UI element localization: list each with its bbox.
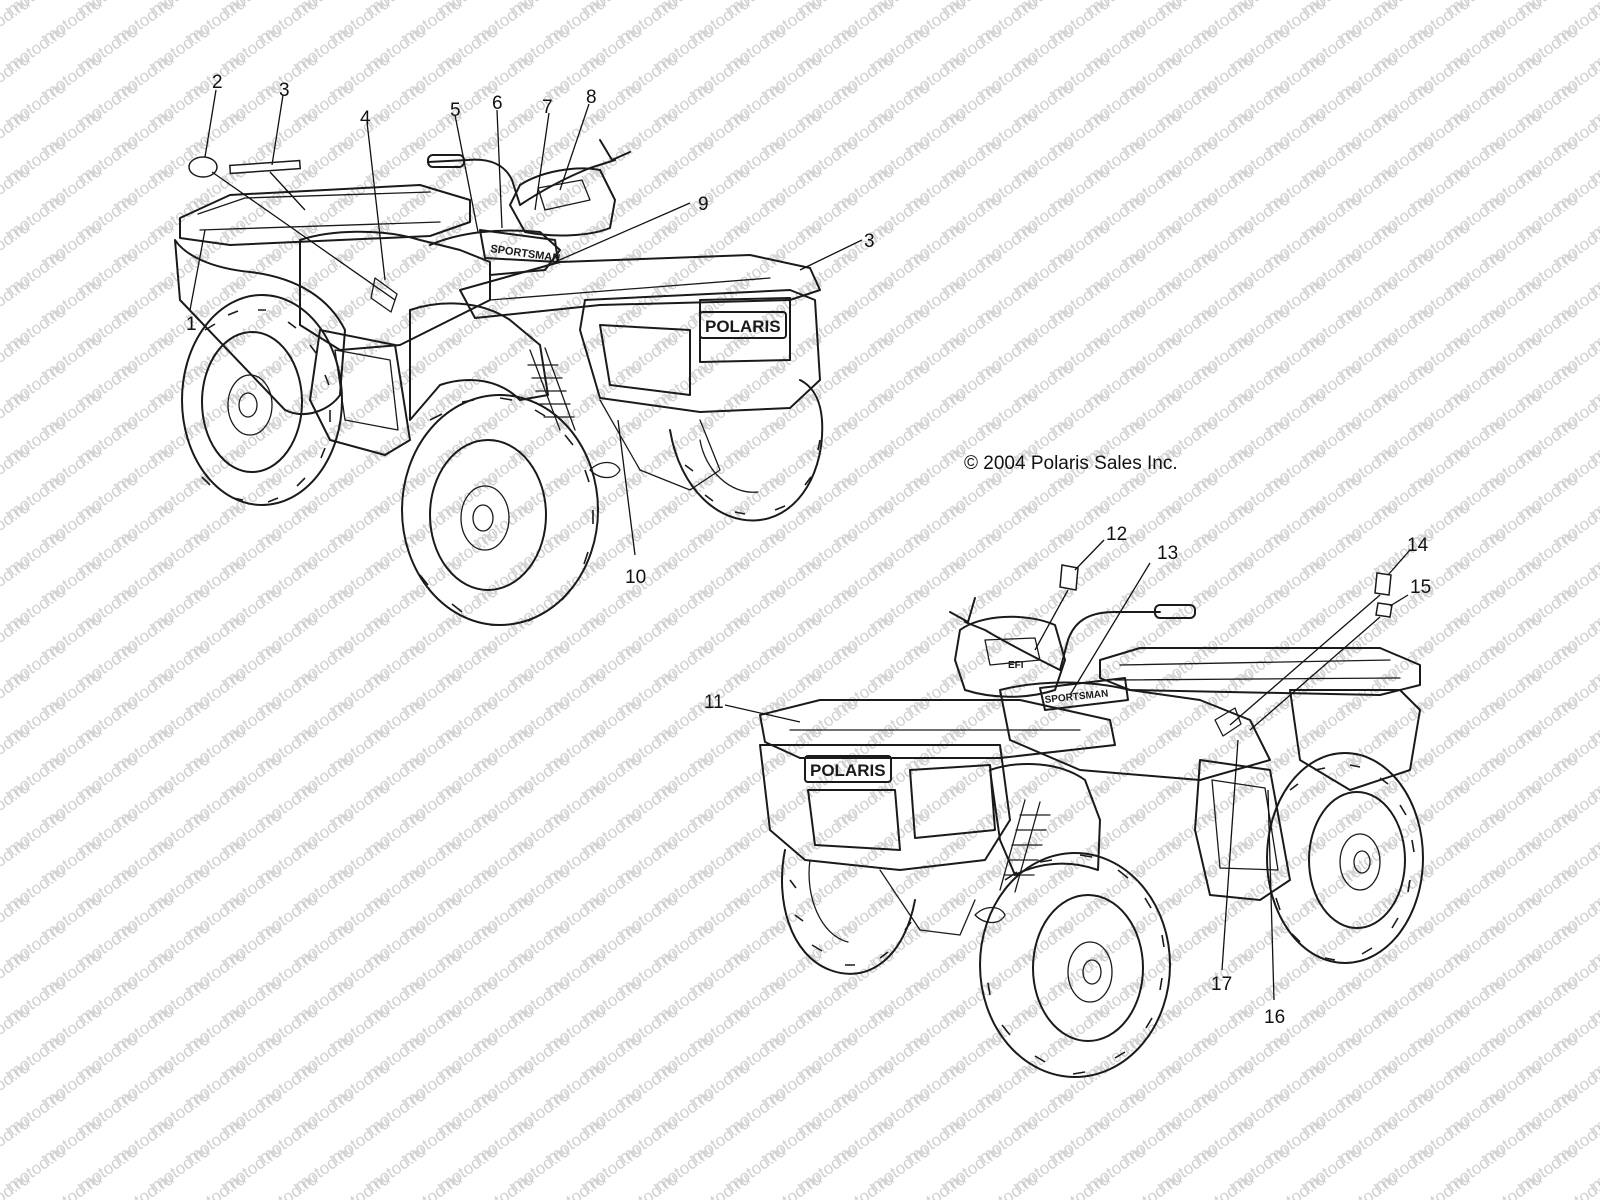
rear-wheel-bottom	[1266, 752, 1424, 964]
callout-4: 4	[360, 108, 371, 129]
callout-10: 10	[625, 567, 646, 588]
copyright-notice: © 2004 Polaris Sales Inc.	[964, 453, 1178, 474]
callout-3: 3	[279, 80, 290, 101]
callout-1: 1	[186, 314, 197, 335]
decal-14-shape	[1374, 572, 1392, 596]
front-right-wheel-top	[669, 379, 824, 522]
front-left-wheel-top	[401, 394, 599, 626]
rear-wheel-top	[181, 294, 343, 506]
decal-12-shape	[1059, 564, 1079, 591]
decal-2-shape	[188, 156, 218, 178]
decal-3-shape	[229, 159, 301, 175]
callout-12: 12	[1106, 524, 1127, 545]
callout-16: 16	[1264, 1007, 1285, 1028]
callout-6: 6	[492, 93, 503, 114]
callout-7: 7	[542, 97, 553, 118]
callout-3-right: 3	[864, 231, 875, 252]
front-right-wheel-bottom	[979, 852, 1171, 1078]
callout-11: 11	[704, 692, 724, 713]
polaris-logo-top: POLARIS	[705, 317, 781, 336]
callout-14: 14	[1407, 535, 1429, 556]
svg-text:EFI: EFI	[1008, 660, 1024, 671]
callout-9: 9	[698, 194, 709, 215]
callout-15: 15	[1410, 577, 1431, 598]
atv-top: SPORTSMAN POLARIS	[174, 139, 824, 626]
callout-13: 13	[1157, 543, 1178, 564]
svg-text:SPORTSMAN: SPORTSMAN	[490, 243, 561, 265]
decal-15-shape	[1375, 602, 1393, 618]
callout-17: 17	[1211, 974, 1232, 995]
callout-5: 5	[450, 100, 461, 121]
polaris-logo-bottom: POLARIS	[810, 761, 886, 780]
atv-bottom: EFI SPORTSMAN POLARIS	[759, 597, 1424, 1078]
callout-2: 2	[212, 72, 223, 93]
callout-8: 8	[586, 87, 597, 108]
